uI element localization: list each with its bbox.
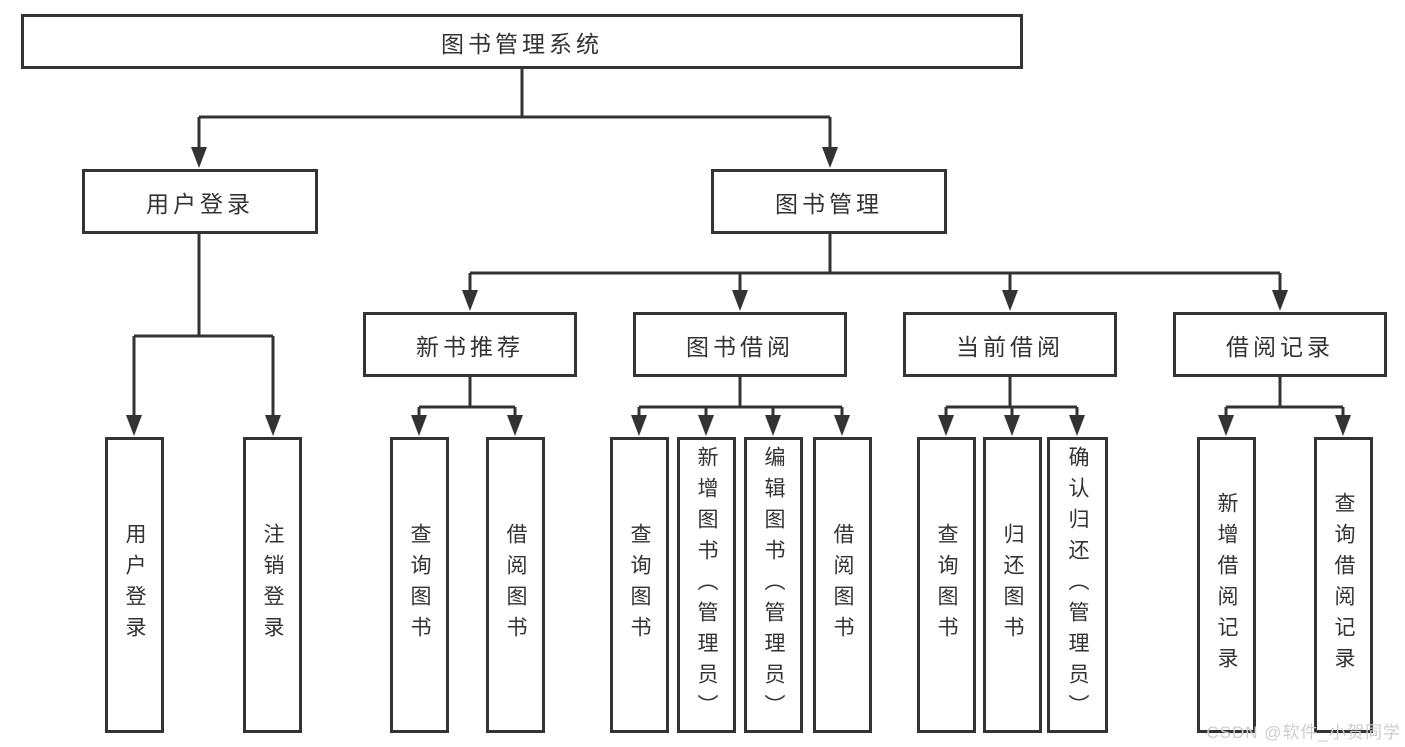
leaf-query-books-borrow: 查询图书 (610, 437, 669, 733)
leaf-logout: 注销登录 (243, 437, 302, 733)
leaf-edit-books-admin: 编辑图书（管理员） (744, 437, 803, 733)
node-user-login: 用户登录 (82, 169, 318, 234)
node-book-borrow: 图书借阅 (633, 312, 847, 377)
leaf-user-login: 用户登录 (105, 437, 164, 733)
leaf-confirm-return-admin: 确认归还（管理员） (1047, 437, 1108, 733)
arrowheads (126, 147, 1351, 436)
leaf-add-borrow-record: 新增借阅记录 (1197, 437, 1256, 733)
leaf-borrow-books-recommend: 借阅图书 (486, 437, 545, 733)
leaf-borrow-books: 借阅图书 (813, 437, 872, 733)
leaf-add-books-admin: 新增图书（管理员） (677, 437, 736, 733)
node-current-borrow: 当前借阅 (903, 312, 1117, 377)
csdn-watermark: CSDN @软件_小贺同学 (1206, 723, 1401, 742)
node-new-book-recommend: 新书推荐 (363, 312, 577, 377)
leaf-query-borrow-record: 查询借阅记录 (1314, 437, 1373, 733)
connector-path (132, 68, 1345, 421)
leaf-query-books-current: 查询图书 (917, 437, 976, 733)
node-borrow-records: 借阅记录 (1173, 312, 1387, 377)
node-library-management-system: 图书管理系统 (21, 14, 1023, 69)
leaf-query-books-recommend: 查询图书 (390, 437, 449, 733)
leaf-return-books: 归还图书 (983, 437, 1042, 733)
node-book-management: 图书管理 (711, 169, 947, 234)
